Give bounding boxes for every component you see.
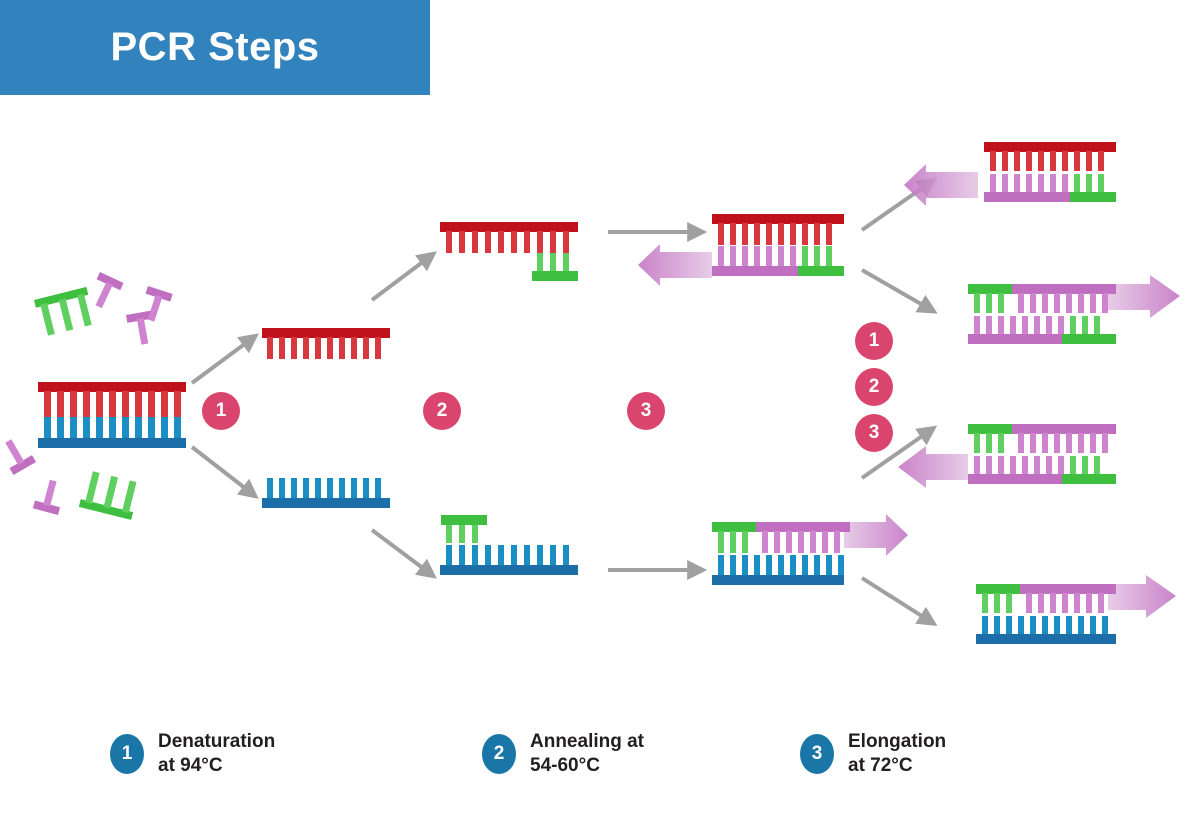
- legend-item-denaturation: 1 Denaturation at 94°C: [110, 730, 275, 778]
- nucleotide-icon: [126, 310, 153, 345]
- legend-item-elongation: 3 Elongation at 72°C: [800, 730, 946, 778]
- original-duplex: [38, 382, 186, 448]
- legend-badge-1: 1: [110, 733, 144, 774]
- elongation-arrows: [608, 222, 708, 580]
- stage-badge-cycle-3[interactable]: 3: [855, 414, 893, 452]
- stage-badge-3-elongation[interactable]: 3: [627, 392, 665, 430]
- nucleotide-icon: [5, 439, 36, 475]
- product-3: [898, 424, 1116, 488]
- denatured-blue-strand: [262, 478, 390, 508]
- stage-badge-2-annealing[interactable]: 2: [423, 392, 461, 430]
- denatured-red-strand: [262, 328, 390, 359]
- stage-badge-cycle-2[interactable]: 2: [855, 368, 893, 406]
- annealed-blue-with-primer: [440, 515, 578, 575]
- stage-badge-cycle-1[interactable]: 1: [855, 322, 893, 360]
- legend-badge-2: 2: [482, 733, 516, 774]
- legend-badge-3: 3: [800, 733, 834, 774]
- legend-label-annealing: Annealing at 54-60°C: [530, 731, 645, 776]
- legend-item-annealing: 2 Annealing at 54-60°C: [482, 730, 644, 778]
- elongating-red-template: [638, 214, 844, 286]
- product-4: [976, 575, 1176, 644]
- product-2: [968, 275, 1180, 344]
- annealing-arrows: [370, 251, 437, 579]
- denaturation-arrows: [190, 333, 259, 499]
- title-banner: PCR Steps: [0, 0, 430, 95]
- legend-label-elongation: Elongation at 72°C: [848, 731, 947, 776]
- product-1: [904, 142, 1116, 206]
- legend-label-denaturation: Denaturation at 94°C: [158, 731, 276, 776]
- green-primer-icon: [78, 471, 137, 520]
- elongating-blue-template: [712, 514, 908, 585]
- stage-badge-1-denaturation[interactable]: 1: [202, 392, 240, 430]
- green-primer-icon: [34, 286, 92, 336]
- nucleotide-icon: [95, 272, 124, 309]
- page-title: PCR Steps: [110, 25, 320, 69]
- nucleotide-icon: [32, 479, 61, 515]
- nucleotide-icon: [145, 286, 173, 322]
- free-primers-group: [5, 272, 173, 520]
- annealed-red-with-primer: [440, 222, 578, 281]
